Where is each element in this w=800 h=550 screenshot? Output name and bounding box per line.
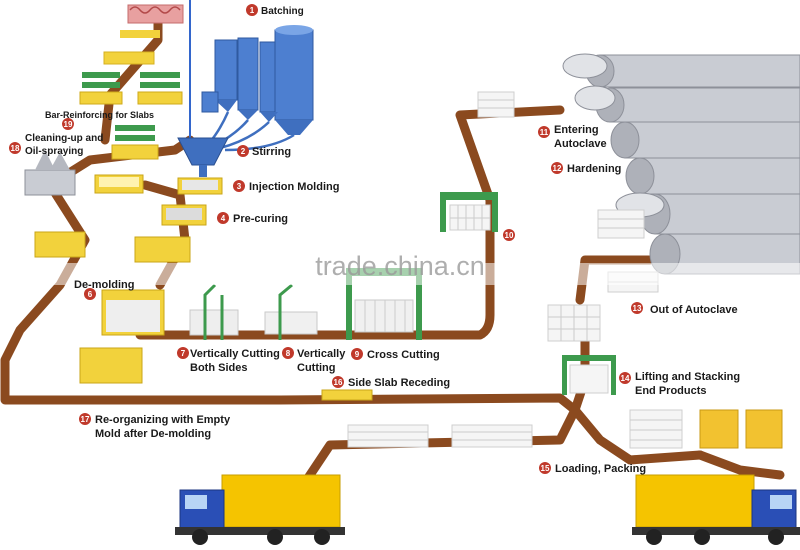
svg-text:Out of Autoclave: Out of Autoclave: [650, 304, 738, 316]
step-4: 4 Pre-curing: [217, 212, 288, 225]
step-17: 17 Re-organizing with Empty Mold after D…: [79, 413, 231, 440]
step-19: Bar-Reinforcing for Slabs 19: [45, 110, 154, 130]
svg-text:4: 4: [221, 214, 226, 223]
svg-text:Oil-spraying: Oil-spraying: [25, 146, 83, 157]
svg-text:Loading, Packing: Loading, Packing: [555, 463, 646, 475]
stacking-area: [347, 304, 783, 449]
svg-text:8: 8: [286, 349, 291, 358]
step-3: 3 Injection Molding: [233, 180, 339, 193]
step-18: 18 Cleaning-up and Oil-spraying: [9, 133, 103, 157]
wheel: [192, 529, 208, 545]
svg-text:17: 17: [81, 415, 90, 424]
svg-text:Cleaning-up and: Cleaning-up and: [25, 133, 103, 144]
watermark-band: [40, 263, 800, 285]
cleaning-machine-icon: [24, 150, 76, 196]
svg-text:Pre-curing: Pre-curing: [233, 213, 288, 225]
svg-text:Mold after De-molding: Mold after De-molding: [95, 428, 211, 440]
svg-text:Stirring: Stirring: [252, 146, 291, 158]
step-8: 8 Vertically Cutting: [282, 347, 346, 374]
molding-area: [24, 150, 223, 384]
rebar-pallet-1: [120, 30, 160, 38]
wheel: [267, 529, 283, 545]
svg-text:Batching: Batching: [261, 6, 304, 17]
svg-text:2: 2: [241, 147, 246, 156]
step-15: 15 Loading, Packing: [539, 462, 646, 475]
truck-left: [175, 474, 345, 545]
step-1: 1 Batching: [246, 4, 304, 17]
svg-text:Cutting: Cutting: [297, 362, 335, 374]
svg-text:Hardening: Hardening: [567, 163, 621, 175]
rebar-mesh-rack: [103, 51, 155, 65]
svg-text:1: 1: [250, 6, 255, 15]
mesh-stack-right: [137, 72, 183, 105]
side-slab-mold: [321, 389, 373, 401]
wheel: [314, 529, 330, 545]
svg-text:15: 15: [541, 464, 550, 473]
step-11: 11 Entering Autoclave: [538, 124, 607, 150]
svg-text:Side Slab Receding: Side Slab Receding: [348, 377, 450, 389]
svg-text:De-molding: De-molding: [74, 279, 135, 291]
svg-text:Injection Molding: Injection Molding: [249, 181, 339, 193]
svg-text:Lifting and Stacking: Lifting and Stacking: [635, 371, 740, 383]
truck-right: [632, 474, 800, 545]
packed-pallet-1: [699, 409, 739, 449]
svg-text:10: 10: [505, 231, 514, 240]
svg-text:14: 14: [621, 374, 630, 383]
step-7: 7 Vertically Cutting Both Sides: [177, 347, 280, 374]
svg-text:3: 3: [237, 182, 242, 191]
svg-text:Vertically: Vertically: [297, 348, 346, 360]
wheel: [646, 529, 662, 545]
svg-text:End Products: End Products: [635, 385, 707, 397]
svg-text:13: 13: [633, 304, 642, 313]
svg-text:Bar-Reinforcing for Slabs: Bar-Reinforcing for Slabs: [45, 110, 154, 120]
svg-text:7: 7: [181, 349, 186, 358]
mold-demold-right: [134, 236, 191, 263]
mixer-icon: [177, 137, 229, 166]
step-12: 12 Hardening: [551, 162, 621, 175]
reinforcement-area: [79, 0, 191, 160]
svg-text:9: 9: [355, 350, 360, 359]
empty-mold: [79, 347, 143, 384]
svg-text:11: 11: [540, 128, 549, 137]
svg-text:Re-organizing with Empty: Re-organizing with Empty: [95, 414, 231, 426]
svg-text:Entering: Entering: [554, 124, 599, 136]
watermark: trade.china.cn: [315, 251, 485, 281]
wheel: [694, 529, 710, 545]
mesh-frame-center: [111, 125, 159, 160]
svg-text:6: 6: [88, 290, 93, 299]
svg-text:Cross Cutting: Cross Cutting: [367, 349, 440, 361]
step-16: 16 Side Slab Receding: [332, 376, 450, 389]
rebar-coils-icon: [127, 4, 184, 24]
svg-text:12: 12: [553, 164, 562, 173]
svg-text:Vertically Cutting: Vertically Cutting: [190, 348, 280, 360]
svg-text:16: 16: [334, 378, 343, 387]
wheel: [768, 529, 784, 545]
step-13: 13 Out of Autoclave: [631, 302, 738, 316]
batching-silos: [177, 25, 314, 177]
marshalling-area: [440, 91, 515, 232]
svg-text:18: 18: [11, 144, 20, 153]
packed-pallet-2: [745, 409, 783, 449]
svg-text:19: 19: [64, 120, 73, 129]
svg-text:Autoclave: Autoclave: [554, 138, 607, 150]
step-14: 14 Lifting and Stacking End Products: [619, 371, 740, 397]
mold-demold-left: [34, 231, 86, 258]
step-2: 2 Stirring: [237, 145, 291, 158]
svg-text:Both Sides: Both Sides: [190, 362, 247, 374]
mesh-stack-left: [79, 72, 123, 105]
step-6: De-molding 6: [74, 279, 135, 300]
step-10: 10: [503, 229, 515, 241]
step-9: 9 Cross Cutting: [351, 348, 440, 361]
